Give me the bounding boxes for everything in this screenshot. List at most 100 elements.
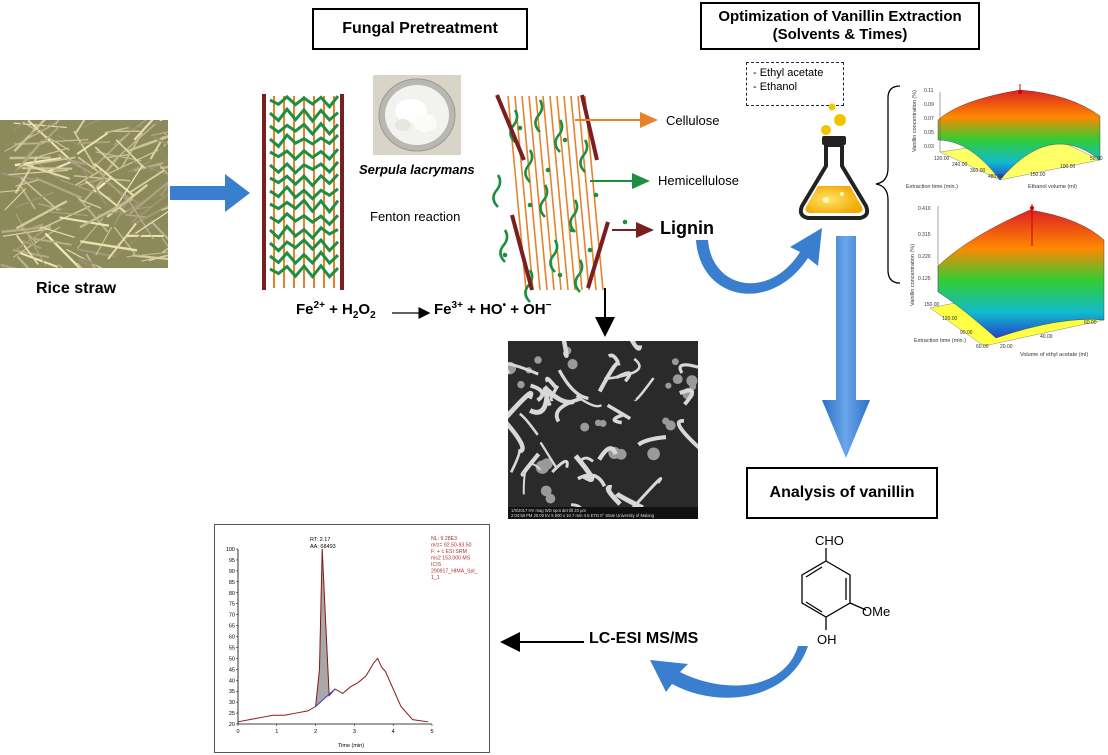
straw-blade [151,221,168,241]
hemicellulose-fragment [569,199,579,233]
straw-blade [161,237,168,248]
straw-blade [20,156,76,167]
cellulose-strand [563,95,583,291]
straw-blade [78,258,97,268]
straw-blade [18,139,44,170]
straw-blade [125,214,147,219]
straw-blade [59,216,110,227]
straw-blade [74,120,86,134]
hemicellulose-strand [269,263,340,280]
hemicellulose-strand [269,184,339,201]
s2-xtick-0: 150.00 [924,302,940,308]
cellulose-strand [549,95,569,291]
curved-arrow-to-flask [696,228,822,294]
chroma-ytick: 60 [229,635,235,641]
straw-blade [8,169,69,176]
optimization-title: Optimization of Vanillin Extraction (Sol… [700,2,980,50]
straw-blade [21,167,73,170]
cho-label: CHO [815,533,844,548]
straw-blade [127,135,168,152]
brace [875,85,901,284]
chroma-info-line: ICIS [431,562,442,568]
s1-xtick-0: 120.00 [934,156,950,162]
s2-xtick-1: 120.00 [942,316,958,322]
rt-label: RT: 2.17 [310,537,330,543]
chroma-ytick: 85 [229,580,235,586]
fragment-dot [545,167,551,173]
s1-ytick-2: 0.07 [924,116,934,122]
straw-blade [128,180,168,215]
chroma-ytick: 55 [229,645,235,651]
straw-blade [23,223,44,233]
chroma-xlabel: Time (min) [338,743,364,749]
intact-fiber [262,94,344,290]
straw-blade [152,188,168,200]
s1-ztick-0: 50.00 [1090,156,1103,162]
sem-particle [567,359,578,370]
s2-zlabel: Volume of ethyl acetate (ml) [1020,352,1088,358]
straw-blade [76,195,109,233]
straw-blade [153,136,168,146]
chroma-xtick: 2 [314,729,317,735]
sem-fiber [528,392,550,415]
sem-particle [534,356,542,364]
fragment-dot [587,247,593,253]
sem-fiber [508,362,539,376]
chroma-ytick: 80 [229,591,235,597]
chroma-ytick: 35 [229,689,235,695]
straw-blade [91,133,130,170]
chroma-xtick: 1 [275,729,278,735]
petri-dish-image [373,75,461,155]
straw-blade [135,211,168,235]
hemicellulose-strand [269,160,340,175]
cellulose-strand [521,95,541,291]
cellulose-strand [556,95,576,291]
straw-blade [23,162,70,180]
sem-particle [672,374,683,385]
sem-fiber [605,484,622,506]
s1-ylabel: Vanillin concentration (%) [912,90,918,152]
s2-ytick-0: 0.410 [918,206,931,212]
straw-blade [4,122,56,153]
sem-particle [545,493,556,504]
straw-blade [113,224,153,259]
hemicellulose-strand [268,237,340,253]
straw-blade [76,262,83,268]
s1-xtick-2: 360.00 [970,168,986,174]
rice-straw-image [0,120,168,268]
sem-fiber [577,473,607,488]
aa-label: AA: 68493 [310,544,336,550]
straw-blade [151,131,168,137]
sem-fiber [508,391,534,420]
sem-fiber [551,459,569,474]
chroma-ytick: 65 [229,624,235,630]
analysis-title: Analysis of vanillin [746,467,938,519]
chroma-ytick: 70 [229,613,235,619]
s1-ytick-1: 0.09 [924,102,934,108]
sem-fiber [509,448,521,473]
straw-blade [107,222,137,260]
sem-fiber [678,363,698,374]
straw-blade [46,161,72,174]
sem-fiber [607,353,620,364]
hemicellulose-strand [269,173,340,188]
hemicellulose-label: Hemicellulose [658,173,739,188]
straw-blade [104,126,129,134]
s1-ytick-3: 0.05 [924,130,934,136]
hemicellulose-fragment [579,139,589,173]
chroma-ytick: 45 [229,667,235,673]
sem-particle [535,460,550,474]
fenton-equation: Fe2+ + H2O2 [296,300,376,321]
solvent-ethyl-acetate: - Ethyl acetate [753,67,824,79]
sem-particle [671,358,679,366]
hemicellulose-strand [269,250,340,266]
chroma-info-line: m/z= 92.50-93.50 [431,543,472,549]
straw-blade [14,151,32,173]
oh-label: OH [817,632,837,647]
sem-particle [540,485,552,497]
hemicellulose-strand [269,94,340,110]
cellulose-strand [570,95,590,291]
sem-fiber [554,396,582,423]
straw-blade [76,217,104,249]
